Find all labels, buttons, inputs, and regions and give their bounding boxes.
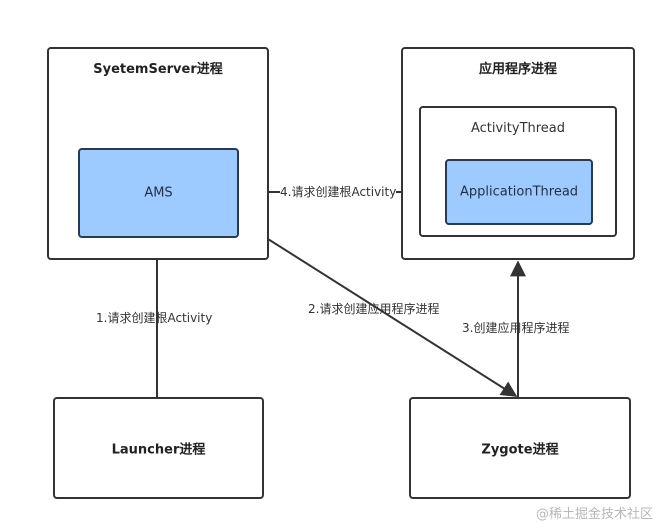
watermark: @稀土掘金技术社区 [535, 507, 653, 522]
app-process-title: 应用程序进程 [478, 62, 557, 77]
ams-node[interactable]: AMS [78, 148, 239, 238]
zygote-process-node[interactable]: Zygote进程 [409, 397, 631, 499]
launcher-process-node[interactable]: Launcher进程 [53, 397, 264, 499]
edge-step2-label: 2.请求创建应用程序进程 [308, 302, 440, 316]
ams-label: AMS [144, 185, 173, 201]
application-thread-label: ApplicationThread [459, 184, 579, 200]
edge-step3-label: 3.创建应用程序进程 [462, 321, 570, 335]
edge-step1-label: 1.请求创建根Activity [96, 311, 213, 325]
zygote-label: Zygote进程 [481, 442, 559, 458]
system-server-title: SyetemServer进程 [93, 62, 223, 77]
edge-step2-line [237, 219, 518, 397]
edge-step4-label: 4.请求创建根Activity [280, 185, 397, 199]
launcher-label: Launcher进程 [111, 442, 206, 458]
application-thread-node[interactable]: ApplicationThread [445, 159, 593, 225]
activity-thread-label: ActivityThread [470, 121, 566, 136]
